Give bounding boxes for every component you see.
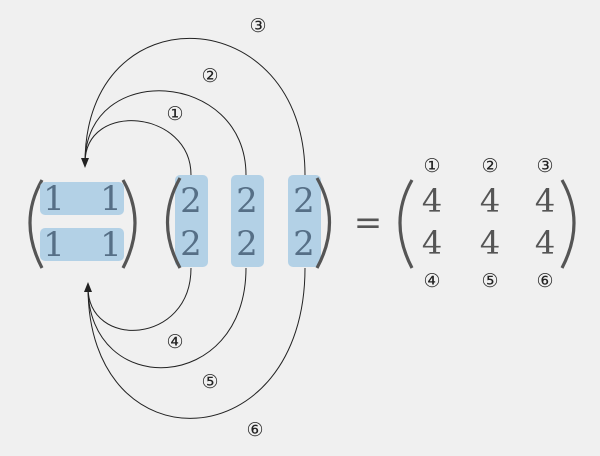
result-step-label: ⑥ (536, 270, 553, 292)
result-step-label: ② (481, 155, 498, 177)
column-highlight-3 (288, 175, 321, 267)
row-highlight-1 (40, 182, 124, 215)
step-label-2: ② (201, 65, 218, 87)
arrow-down-icon (81, 158, 89, 168)
cell: 1 (43, 225, 65, 265)
cell: 1 (100, 179, 122, 219)
arc-5 (87, 267, 247, 369)
arc-2 (84, 90, 247, 176)
result-step-label: ① (423, 155, 440, 177)
left-matrix: 1 1 1 1 (28, 179, 137, 269)
step-label-3: ③ (249, 15, 266, 37)
step-label-6: ⑥ (246, 419, 263, 441)
result-step-label: ⑤ (481, 270, 498, 292)
cell: 2 (180, 181, 202, 221)
cell: 2 (293, 181, 315, 221)
cell: 2 (293, 224, 315, 264)
cell: 4 (535, 224, 555, 262)
cell: 2 (236, 224, 258, 264)
column-highlight-2 (231, 175, 264, 267)
cell: 1 (43, 179, 65, 219)
cell: 4 (480, 182, 500, 220)
equals-sign: = (354, 203, 383, 243)
arc-4 (87, 267, 192, 331)
step-label-1: ① (166, 103, 183, 125)
column-highlight-1 (175, 175, 208, 267)
cell: 1 (100, 225, 122, 265)
cell: 4 (535, 182, 555, 220)
arc-6 (87, 267, 306, 419)
right-matrix: 2 2 2 2 2 2 (165, 175, 332, 269)
cell: 4 (422, 224, 442, 262)
result-step-label: ③ (536, 155, 553, 177)
step-label-4: ④ (166, 331, 183, 353)
arc-1 (84, 120, 192, 176)
cell: 4 (422, 182, 442, 220)
cell: 2 (180, 224, 202, 264)
step-label-5: ⑤ (201, 371, 218, 393)
arrow-up-icon (84, 282, 92, 292)
cell: 4 (480, 224, 500, 262)
result-matrix: ① ② ③ 4 4 4 4 4 4 ④ ⑤ ⑥ (398, 155, 576, 292)
arc-3 (84, 38, 306, 176)
result-step-label: ④ (423, 270, 440, 292)
row-highlight-2 (40, 228, 124, 261)
cell: 2 (236, 181, 258, 221)
